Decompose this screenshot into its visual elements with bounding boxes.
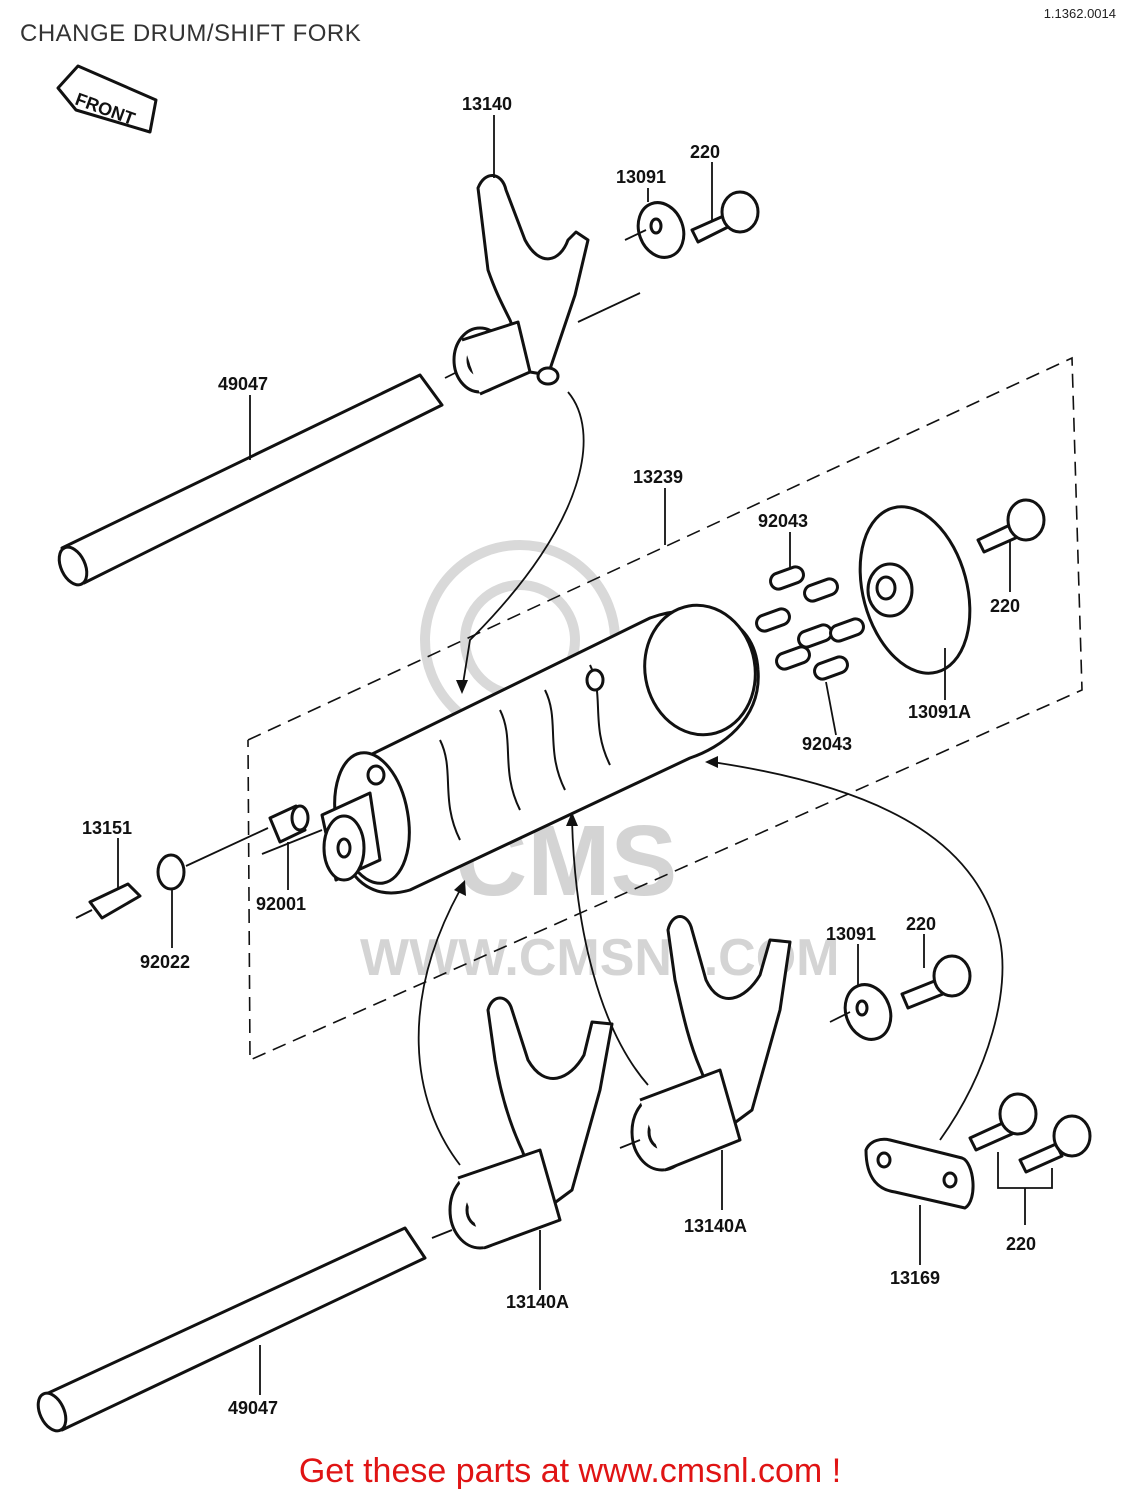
label-washer-switch: 92022 [140,952,190,972]
label-holder: 13169 [890,1268,940,1288]
neutral-switch [75,882,142,920]
label-bolt-cover: 220 [990,596,1020,616]
callout-labels: 13140 13091 220 49047 13239 92043 92043 … [82,94,1036,1418]
fork-lower-left [417,880,614,1250]
label-switch: 13151 [82,818,132,838]
label-plug: 92001 [256,894,306,914]
page-title: CHANGE DRUM/SHIFT FORK [20,20,362,47]
bolts-holder [968,1092,1092,1225]
washer-switch [156,827,269,891]
label-cover-plate: 13091A [908,702,971,722]
label-fork-upper: 13140 [462,94,512,114]
washer-lower [829,983,893,1041]
diagram-code: 1.1362.0014 [1043,6,1116,21]
label-fork-lower-left: 13140A [506,1292,569,1312]
label-bolts-holder: 220 [1006,1234,1036,1254]
shaft-upper [57,367,466,587]
bolt-lower [900,954,972,1010]
plug-92001 [268,804,310,844]
label-shaft-lower: 49047 [228,1398,278,1418]
parts-diagram: CMS WWW.CMSNL.COM FRONT [36,64,1092,1433]
label-fork-lower-right: 13140A [684,1216,747,1236]
assembly-boundary [247,356,1083,1062]
label-shaft-upper: 49047 [218,374,268,394]
footer-link[interactable]: Get these parts at www.cmsnl.com ! [298,1452,842,1490]
label-washer-upper: 13091 [616,167,666,187]
label-drum: 13239 [633,467,683,487]
bolt-upper [690,190,760,244]
change-drum [261,603,760,895]
fork-lower-right [566,812,792,1172]
shaft-lower [36,1226,453,1433]
label-bolt-lower: 220 [906,914,936,934]
label-washer-lower: 13091 [826,924,876,944]
label-pins-top: 92043 [758,511,808,531]
label-bolt-upper: 220 [690,142,720,162]
cover-plate [858,505,972,675]
label-pins-bottom: 92043 [802,734,852,754]
pins-92043 [755,565,865,681]
fork-upper [452,174,641,694]
leader-lines [117,115,1011,1395]
washer-upper [624,201,686,259]
bolt-cover [976,498,1046,554]
holder-plate [705,756,1004,1210]
front-arrow-icon: FRONT [56,64,158,134]
